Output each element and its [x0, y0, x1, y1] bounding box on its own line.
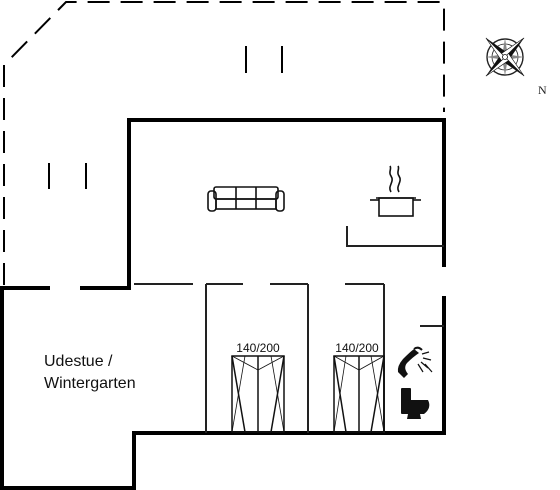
compass-north-letter: N	[538, 83, 547, 97]
bed-size-label: 140/200	[335, 341, 379, 355]
bed-size-label: 140/200	[236, 341, 280, 355]
sunroom-label-line-1: Udestue /	[44, 353, 113, 370]
terrace-railing-marks	[48, 46, 283, 189]
terrace-dashed-outline	[3, 1, 445, 285]
sunroom-label-line-2: Wintergarten	[44, 375, 136, 392]
cooking-pot-icon	[370, 165, 421, 217]
sunroom-label: Udestue / Wintergarten	[44, 353, 136, 392]
interior-walls	[134, 226, 444, 433]
compass-rose-icon	[485, 37, 525, 77]
shower-icon	[397, 346, 433, 378]
sofa-icon	[207, 186, 285, 212]
toilet-icon	[401, 388, 430, 419]
exterior-walls	[0, 118, 446, 490]
bed-2: 140/200	[333, 341, 385, 433]
bed-1: 140/200	[231, 341, 285, 433]
